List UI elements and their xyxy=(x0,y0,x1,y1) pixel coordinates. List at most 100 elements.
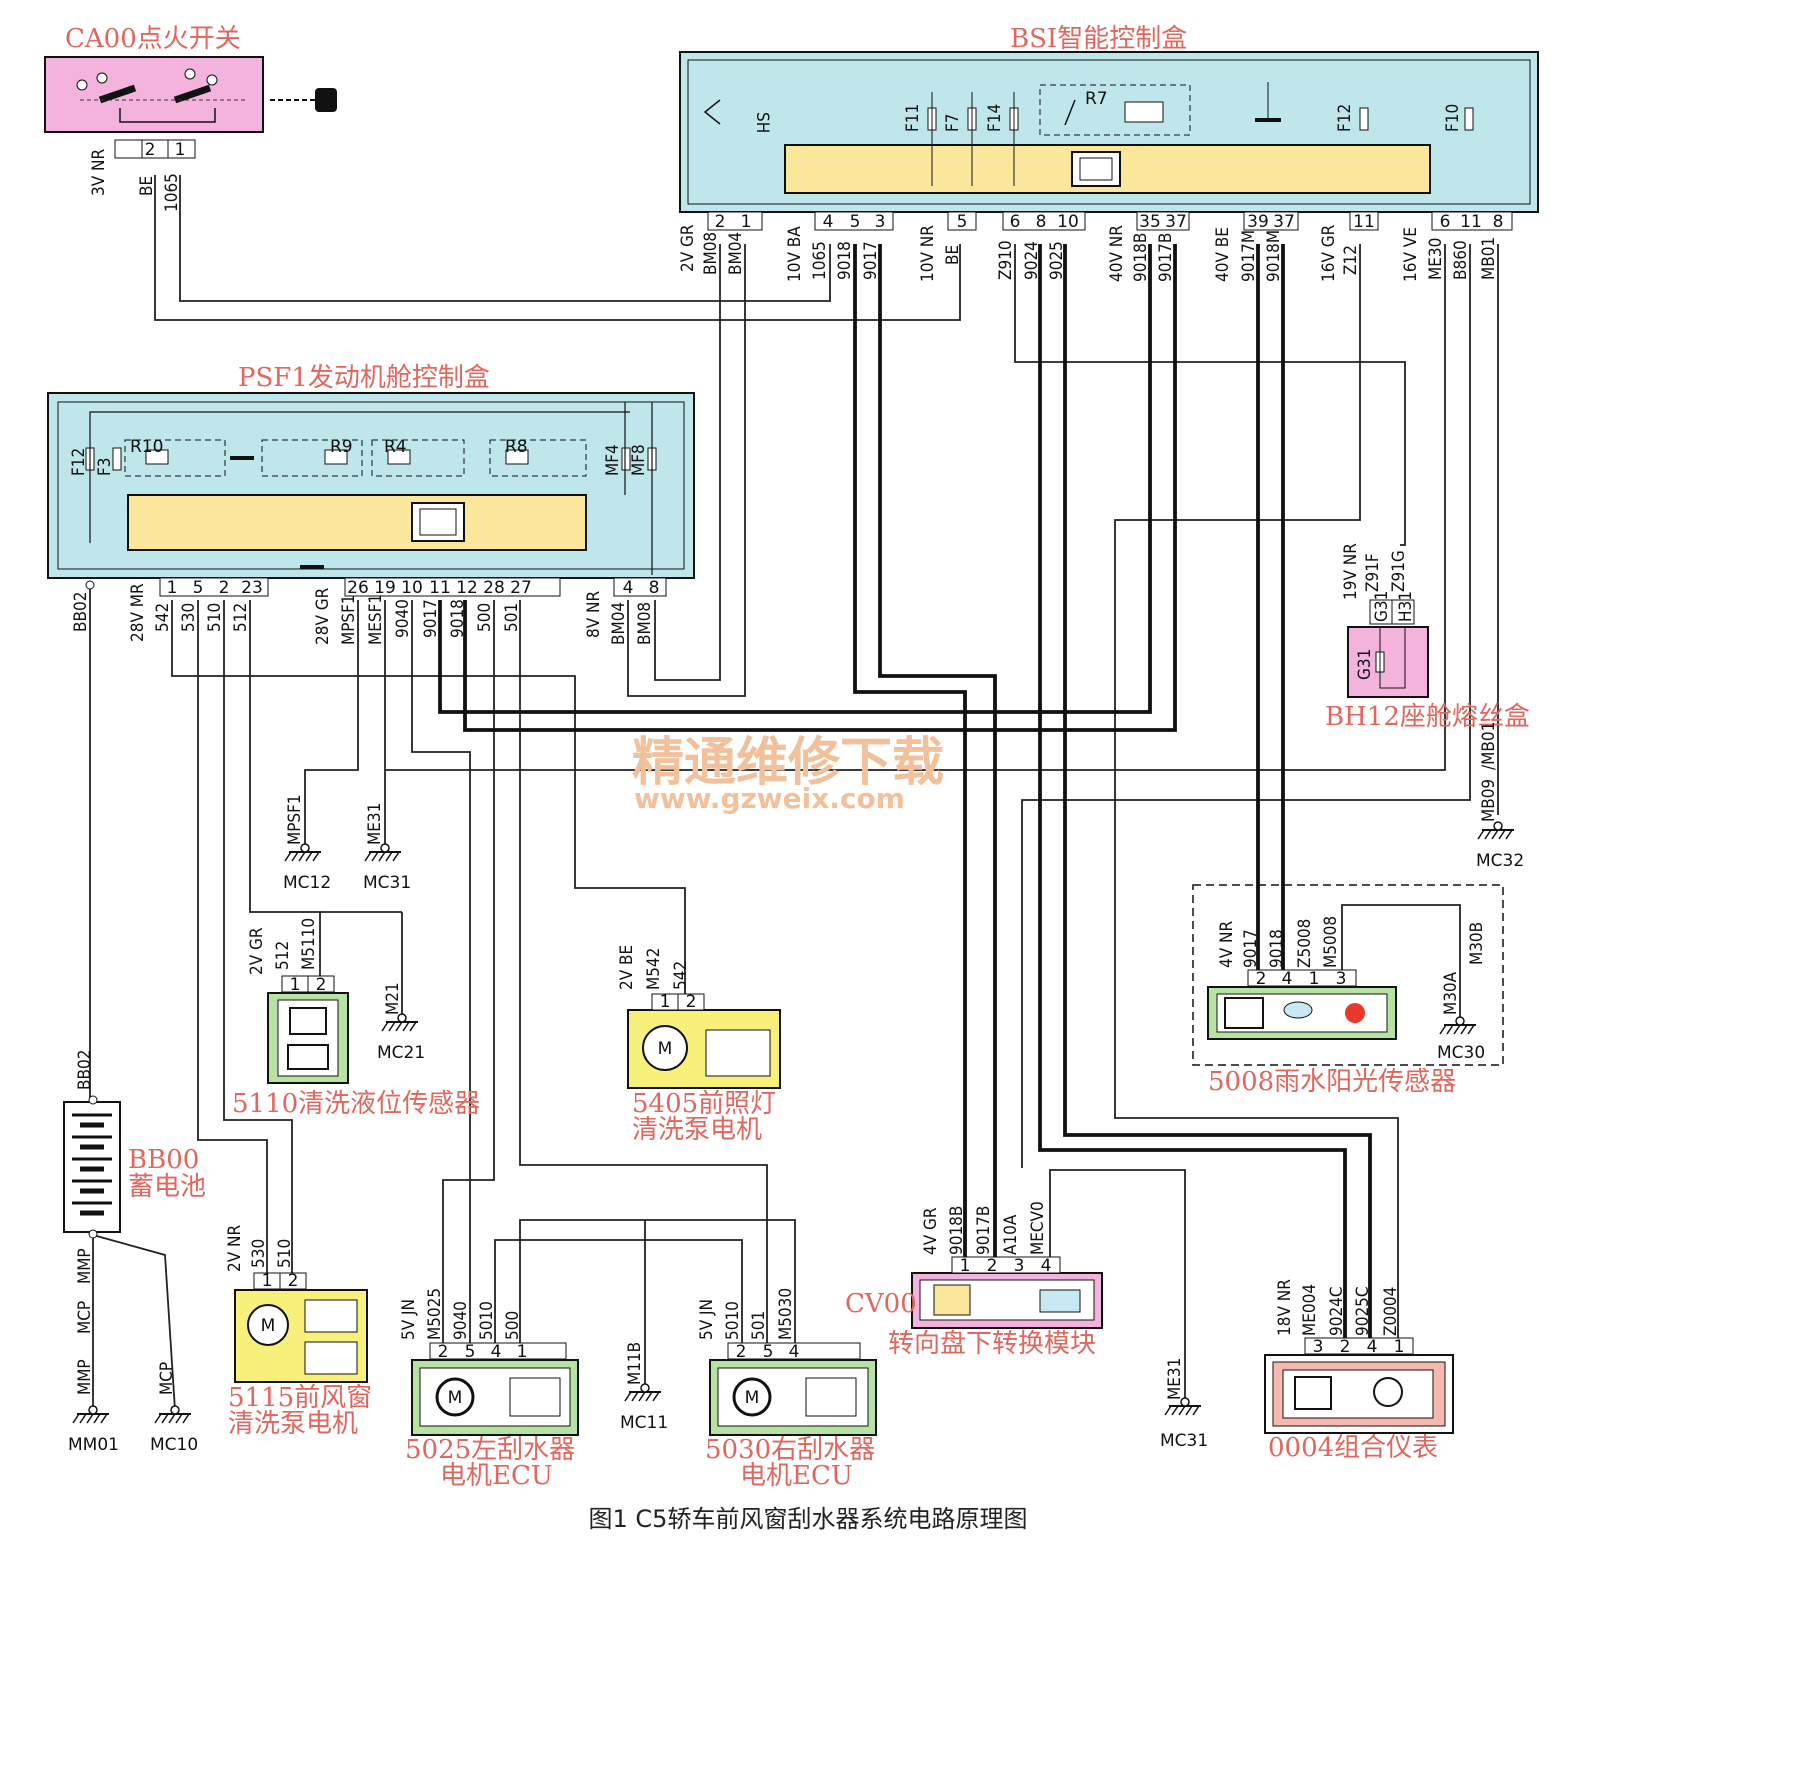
bb00-label2: 蓄电池 xyxy=(128,1172,206,1202)
e5025-conn: 5V JN xyxy=(399,1299,419,1340)
psf1-relay: R10 xyxy=(130,437,163,457)
ground-label: MC31 xyxy=(1160,1431,1208,1451)
psf1-pin: 23 xyxy=(241,578,263,598)
bsi-conn: 2V GR xyxy=(678,224,698,272)
cv00-pin: 4 xyxy=(1041,1256,1052,1276)
cv00-wire: MECV0 xyxy=(1028,1201,1048,1255)
psf1-relay: R8 xyxy=(505,437,528,457)
cv00-label2: 转向盘下转换模块 xyxy=(888,1329,1096,1359)
e5025-pin: 5 xyxy=(465,1342,476,1362)
bsi-pin: 5 xyxy=(850,212,861,232)
ground-wire: MB09 xyxy=(1479,779,1499,822)
bh12-conn: 19V NR xyxy=(1341,543,1361,600)
bsi-pin: 11 xyxy=(1460,212,1482,232)
e5030-pin: 4 xyxy=(789,1342,800,1362)
bsi-pin: 37 xyxy=(1165,212,1187,232)
e5030-right-wiper-ecu: M 2 5 4 5V JN 5010 501 M5030 5030右刮水器 电机… xyxy=(697,1288,877,1491)
psf1-pin: 2 xyxy=(219,578,230,598)
e5025-label: 5025左刮水器 xyxy=(405,1435,575,1465)
s5110-wire: 512 xyxy=(273,941,293,970)
ground-wire: ME31 xyxy=(365,803,385,845)
psf1-wire: 530 xyxy=(179,603,199,632)
bb00-wire: BB02 xyxy=(75,1050,95,1090)
bsi-relay-r7: R7 xyxy=(1085,89,1108,109)
bsi-wire: BM08 xyxy=(701,232,721,275)
psf1-wire: 9017 xyxy=(421,599,441,638)
bh12-wire: Z91F xyxy=(1363,553,1383,592)
s5110-pin: 2 xyxy=(316,975,327,995)
cv00-wire: 9017B xyxy=(974,1206,994,1255)
i0004-label: 0004组合仪表 xyxy=(1268,1433,1438,1463)
s5008-conn: 4V NR xyxy=(1217,921,1237,968)
i0004-wire: ME004 xyxy=(1300,1284,1320,1336)
s5008-pin: 1 xyxy=(1309,969,1320,989)
bsi-pin: 2 xyxy=(715,212,726,232)
m5405-pin: 2 xyxy=(686,992,697,1012)
s5008-wire: Z5008 xyxy=(1295,919,1315,968)
e5025-pin: 1 xyxy=(517,1342,528,1362)
e5025-wire: 500 xyxy=(503,1311,523,1340)
psf1-wire: 510 xyxy=(205,603,225,632)
psf1-pin: 27 xyxy=(510,578,532,598)
psf1-wire: 542 xyxy=(153,603,173,632)
e5030-wire: 5010 xyxy=(723,1301,743,1340)
psf1-pin: 26 xyxy=(347,578,369,598)
m5405-pin: 1 xyxy=(660,992,671,1012)
bb00-wire: MCP xyxy=(157,1362,177,1395)
bb00-wire: MMP xyxy=(75,1359,95,1395)
e5030-wire: 501 xyxy=(749,1311,769,1340)
bsi-fuse-f12: F12 xyxy=(1335,104,1355,132)
e5025-pin: 2 xyxy=(438,1342,449,1362)
psf1-pin: 28 xyxy=(483,578,505,598)
bsi-label: BSI智能控制盒 xyxy=(1010,24,1187,54)
psf1-pin: 11 xyxy=(429,578,451,598)
bsi-pin: 3 xyxy=(875,212,886,232)
psf1-fuse-mf8: MF8 xyxy=(629,444,649,476)
m5405-wire: 542 xyxy=(671,961,691,990)
i0004-wire: 9024C xyxy=(1327,1286,1347,1336)
s5110-wire: M5110 xyxy=(299,918,319,970)
psf1-wire-bb02: BB02 xyxy=(71,592,91,632)
psf1-pin: 4 xyxy=(623,578,634,598)
bsi-pin: 37 xyxy=(1273,212,1295,232)
m5115-label: 5115前风窗 xyxy=(228,1383,372,1413)
bb00-wire: MMP xyxy=(75,1248,95,1284)
psf1-fuse-mf4: MF4 xyxy=(603,444,623,476)
psf1-conn: 8V NR xyxy=(584,591,604,638)
psf1-wire: 9040 xyxy=(393,599,413,638)
psf1-wire: MPSF1 xyxy=(339,594,359,645)
psf1-wire: 501 xyxy=(502,603,522,632)
psf1-pin: 19 xyxy=(374,578,396,598)
s5110-pin: 1 xyxy=(290,975,301,995)
s5110-label: 5110清洗液位传感器 xyxy=(232,1089,480,1119)
ca00-wire-1065: 1065 xyxy=(162,173,182,212)
bsi-pin: 8 xyxy=(1036,212,1047,232)
bsi-conn: 16V GR xyxy=(1319,224,1339,282)
i0004-wire: Z0004 xyxy=(1381,1287,1401,1336)
bsi-wire: BM04 xyxy=(726,232,746,275)
bsi-wire: 1065 xyxy=(810,241,830,280)
ground-wire: ME31 xyxy=(1165,1358,1185,1400)
bsi-pin: 11 xyxy=(1353,212,1375,232)
s5008-wire: 9018 xyxy=(1267,929,1287,968)
ground-symbol xyxy=(364,843,402,862)
bsi-control-box: BSI智能控制盒 R7 SH F11 F7 F14 F12 F10 2 1 4 … xyxy=(678,24,1539,282)
m5405-conn: 2V BE xyxy=(617,945,637,990)
bsi-fuse-f14: F14 xyxy=(985,104,1005,132)
psf1-pin: 8 xyxy=(649,578,660,598)
psf1-conn: 28V GR xyxy=(313,587,333,645)
ground-label: MC32 xyxy=(1476,851,1524,871)
e5025-wire: 9040 xyxy=(451,1301,471,1340)
s5008-rain-sensor: 2 4 1 3 4V NR 9017 9018 Z5008 M5008 M30A… xyxy=(1192,884,1504,1097)
bh12-fuse-box: BH12座舱熔丝盒 19V NR Z91F Z91G G31 H31 G31 xyxy=(1325,543,1530,732)
bsi-wire: 9017 xyxy=(861,241,881,280)
bsi-pin: 10 xyxy=(1057,212,1079,232)
i0004-pin: 3 xyxy=(1313,1337,1324,1357)
ground-label: MC21 xyxy=(377,1043,425,1063)
bsi-conn: 10V NR xyxy=(918,225,938,282)
psf1-pin: 10 xyxy=(401,578,423,598)
bsi-pin: 8 xyxy=(1493,212,1504,232)
wires-thick xyxy=(438,244,1372,1345)
bsi-wire: 9018M xyxy=(1264,230,1284,282)
bsi-pin: 6 xyxy=(1440,212,1451,232)
